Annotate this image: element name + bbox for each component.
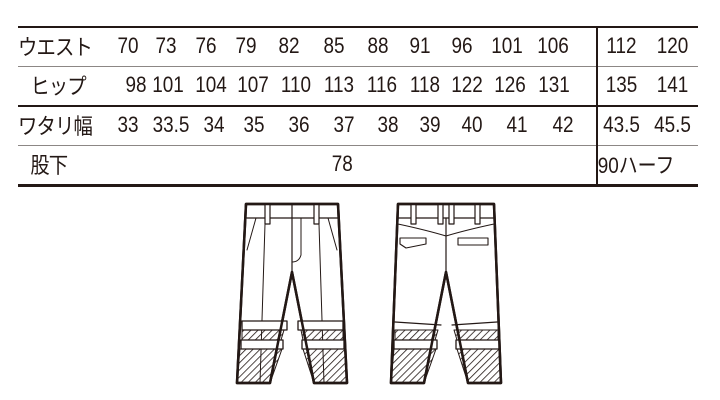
- cell: 79: [235, 32, 257, 58]
- cell: 33: [117, 111, 139, 137]
- row-label-inseam: 股下: [30, 153, 68, 179]
- cell: 120: [656, 32, 689, 58]
- pants-front-view-icon: [235, 202, 349, 385]
- row-hip: ヒップ 98 101 104 107 110 113 116 118 122 1…: [18, 66, 698, 106]
- cell: 98: [125, 72, 147, 98]
- table-bottom-rule: [18, 184, 698, 187]
- cell: 101: [152, 72, 184, 98]
- cell: 41: [506, 111, 528, 137]
- cell: 37: [333, 111, 355, 137]
- cell: 70: [117, 32, 139, 58]
- thigh-width-values: 33 33.5 34 35 36 37 38 39 40 41 42: [110, 112, 596, 138]
- cell: 101: [491, 32, 523, 58]
- cell: 39: [419, 111, 441, 137]
- cell: 43.5: [603, 111, 640, 137]
- cell: 135: [605, 72, 638, 98]
- cell: 42: [552, 111, 574, 137]
- thigh-width-extended: 43.5 45.5: [596, 105, 698, 145]
- cell: 38: [377, 111, 399, 137]
- hip-values: 98 101 104 107 110 113 116 118 122 126 1…: [124, 72, 610, 98]
- cell: 76: [195, 32, 217, 58]
- cell: 45.5: [654, 111, 691, 137]
- cell: 112: [606, 32, 637, 58]
- cell: 118: [409, 72, 441, 98]
- cell: 85: [323, 32, 345, 58]
- cell: 40: [461, 111, 483, 137]
- cell: 106: [537, 32, 569, 58]
- row-divider: [18, 105, 698, 107]
- row-label-waist: ウエスト: [18, 34, 93, 60]
- size-table: ウエスト 70 73 76 79 82 85 88 91 96 101 106 …: [18, 26, 698, 187]
- row-label-hip: ヒップ: [30, 74, 86, 100]
- row-waist: ウエスト 70 73 76 79 82 85 88 91 96 101 106 …: [18, 26, 698, 66]
- row-inseam: 股下 78 90ハーフ: [18, 145, 698, 185]
- cell: 104: [195, 72, 227, 98]
- cell: 113: [323, 72, 355, 98]
- cell: 36: [288, 111, 310, 137]
- cell: 35: [243, 111, 265, 137]
- cell: 126: [494, 72, 526, 98]
- waist-extended: 112 120: [596, 26, 698, 66]
- row-label-thigh-width: ワタリ幅: [18, 113, 93, 139]
- cell: 107: [237, 72, 269, 98]
- cell: 90ハーフ: [597, 153, 675, 179]
- waist-values: 70 73 76 79 82 85 88 91 96 101 106: [110, 33, 596, 59]
- inseam-extended: 90ハーフ: [596, 145, 698, 185]
- pants-back-view-icon: [389, 202, 503, 385]
- row-thigh-width: ワタリ幅 33 33.5 34 35 36 37 38 39 40 41 42 …: [18, 105, 698, 145]
- hip-extended: 135 141: [596, 66, 698, 106]
- cell: 82: [278, 32, 300, 58]
- cell: 116: [366, 72, 398, 98]
- row-divider: [18, 144, 698, 146]
- cell: 33.5: [152, 111, 190, 137]
- cell: 131: [538, 72, 570, 98]
- table-top-rule: [18, 26, 698, 28]
- cell: 88: [367, 32, 389, 58]
- cell: 122: [451, 72, 483, 98]
- inseam-value: 78: [331, 151, 353, 177]
- cell: 96: [451, 32, 473, 58]
- row-divider: [18, 65, 698, 67]
- column-divider: [596, 26, 598, 185]
- cell: 73: [155, 32, 177, 58]
- cell: 110: [280, 72, 312, 98]
- cell: 34: [203, 111, 225, 137]
- cell: 91: [409, 32, 431, 58]
- cell: 141: [656, 72, 689, 98]
